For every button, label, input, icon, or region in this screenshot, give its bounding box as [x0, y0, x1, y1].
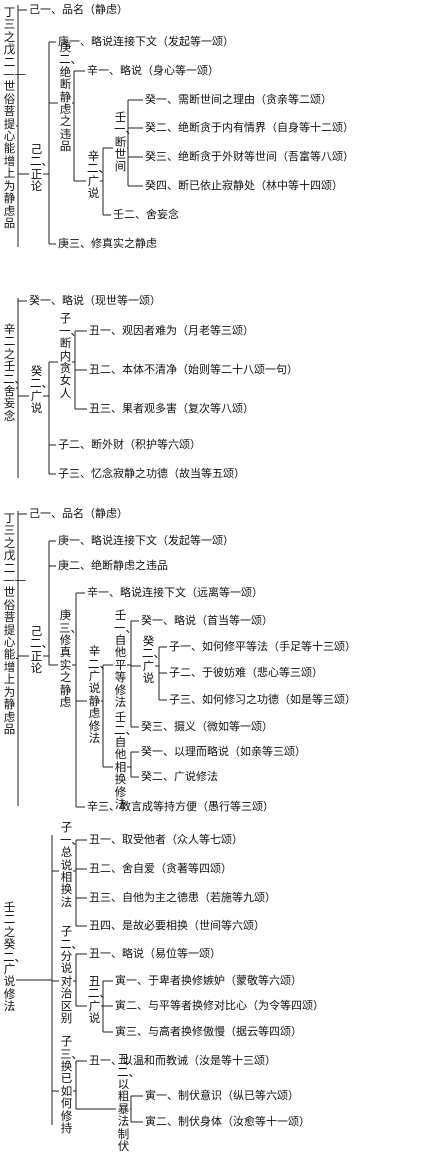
outline-item: 癸一、以理而略说（如亲等三颂） [141, 745, 306, 758]
outline-item: 寅三、与高者换修傲慢（据云等四颂） [115, 1025, 302, 1038]
outline-item: 庚一、略说连接下文（发起等一颂） [58, 534, 234, 547]
outline-item: 己一、品名（静虑） [29, 3, 128, 16]
outline-item: 癸二、广说修法 [141, 770, 218, 783]
outline-item: 丑三、果者观多害（复次等八颂） [89, 402, 254, 415]
outline-item: 癸三、摄义（微如等一颂） [141, 720, 273, 733]
outline-item: 寅一、于卑者换修嫉妒（蒙敬等六颂） [115, 974, 302, 987]
outline-item: 寅二、制伏身体（汝愈等十一颂） [145, 1115, 310, 1128]
branch-label: 庚二、绝断静虑之违品 [59, 40, 82, 154]
outline-item: 子二、断外财（积护等六颂） [58, 438, 201, 451]
outline-item: 寅一、制伏意识（纵已等六颂） [145, 1089, 299, 1102]
outline-item: 丑二、舍自爱（贪著等四颂） [89, 862, 232, 875]
outline-item: 癸一、需断世间之理由（贪亲等二颂） [145, 93, 332, 106]
outline-item: 寅二、与平等者换修对比心（为令等四颂） [115, 999, 324, 1012]
outline-item: 子三、忆念寂静之功德（故当等五颂） [58, 467, 245, 480]
outline-item: 丑三、自他为主之德患（若施等九颂） [89, 891, 276, 904]
outline-item: 辛一、略说（身心等一颂） [87, 64, 219, 77]
section-title: 丁三之戊二——世俗菩提心能增上为静虑品 [3, 511, 26, 736]
outline-item: 丑一、略说（易位等一颂） [89, 947, 221, 960]
outline-item: 辛三、教言成等持方便（愚行等三颂） [87, 800, 274, 813]
branch-label: 丑二、以粗暴法制伏 [117, 1052, 140, 1153]
outline-item: 丑一、以温和而教诫（汝是等十三颂） [89, 1054, 276, 1067]
outline-item: 庚一、略说连接下文（发起等一颂） [58, 35, 234, 48]
outline-item: 辛一、略说连接下文（远离等一颂） [87, 586, 263, 599]
outline-item: 庚二、绝断静虑之违品 [58, 559, 168, 572]
outline-item: 子二、于彼妨难（悲心等三颂） [169, 666, 323, 679]
outline-item: 癸二、绝断贪于内有情界（自身等十二颂） [145, 121, 354, 134]
outline-item: 癸一、略说（现世等一颂） [29, 294, 161, 307]
outline-item: 丑二、本体不清净（始则等二十八颂一句） [89, 363, 298, 376]
outline-item: 己一、品名（静虑） [29, 507, 128, 520]
outline-item: 丑一、取受他者（众人等七颂） [89, 833, 243, 846]
outline-item: 子三、如何修习之功德（如是等三颂） [169, 693, 356, 706]
outline-item: 癸三、绝断贪于外财等世间（吾富等八颂） [145, 150, 354, 163]
outline-item: 丑四、是故必要相换（世间等六颂） [89, 919, 265, 932]
outline-item: 壬二、舍妄念 [113, 208, 179, 221]
outline-item: 子一、如何修平等法（手足等十三颂） [169, 640, 356, 653]
outline-item: 庚三、修真实之静虑 [58, 237, 157, 250]
section-title: 丁三之戊二——世俗菩提心能增上为静虑品 [3, 5, 26, 230]
outline-item: 癸一、略说（首当等一颂） [141, 614, 273, 627]
outline-item: 丑一、观因者难为（月老等三颂） [89, 324, 254, 337]
outline-item: 癸四、断已依止寂静处（林中等十四颂） [145, 179, 343, 192]
